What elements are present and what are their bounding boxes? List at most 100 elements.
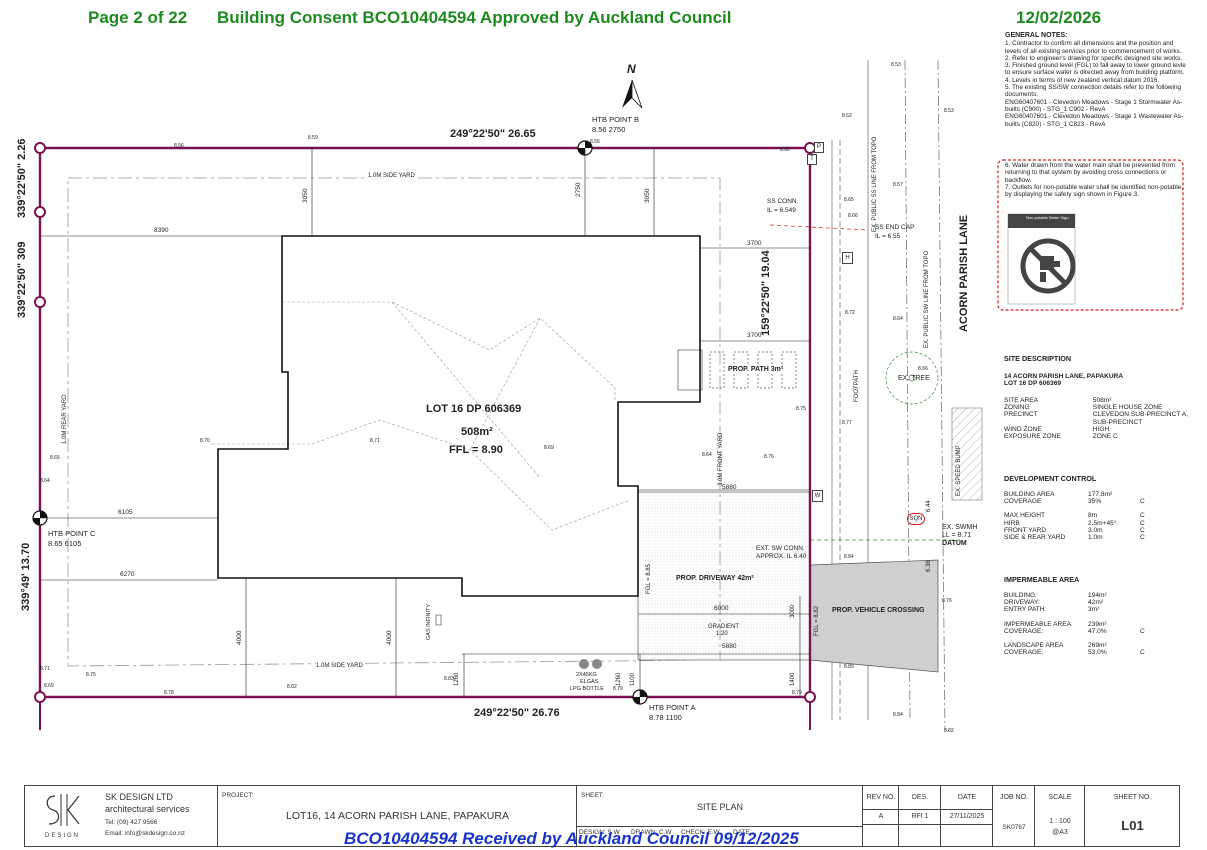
drawn-by: DRAWN: C.W (631, 829, 672, 836)
no-drinking-icon (1020, 238, 1076, 294)
dim-1100: 1100 (630, 673, 636, 686)
spot-level: 8.82 (287, 684, 297, 690)
datum-label: DATUM (942, 540, 967, 547)
sheet-no-label: SHEET NO. (1113, 794, 1152, 801)
tree-canopy (885, 351, 939, 405)
tag-h: H (842, 252, 853, 264)
spot-level: 8.56 (174, 143, 184, 149)
sqn-marker: SQN (907, 513, 925, 525)
bearing-bottom: 249°22'50" 26.76 (474, 707, 560, 719)
spot-level: 8.82 (944, 728, 954, 734)
dim-4000-a: 4000 (236, 630, 243, 645)
site-plan (32, 59, 983, 731)
backflow-notes: 6. Water drawn from the water main shall… (1005, 162, 1183, 198)
lpg-label-1: 2X45KG (576, 672, 597, 678)
note-5: 5. The existing SS/SW connection details… (1005, 84, 1182, 99)
site-description: SITE DESCRIPTION 14 ACORN PARISH LANE, P… (1004, 354, 1197, 440)
note-2: 2. Refer to engineer's drawing for speci… (1005, 54, 1183, 62)
spot-level: 8.77 (842, 420, 852, 426)
spot-level: 8.83 (444, 676, 454, 682)
htb-a-values: 8.78 1100 (649, 713, 682, 722)
spot-level: 8.79 (613, 686, 623, 692)
dim-1400: 1400 (790, 672, 796, 686)
fgl-right: FGL = 8.82 (814, 606, 820, 636)
sheet-label: SHEET: (581, 792, 604, 799)
development-control-title: DEVELOPMENT CONTROL (1004, 474, 1097, 483)
spot-level: 8.75 (86, 672, 96, 678)
ex-tree-label: EX. TREE (898, 375, 930, 382)
ss-line-label: EX. PUBLIC SS LINE FROM TOPO (872, 136, 878, 232)
road-lines (769, 59, 960, 731)
spot-level: 8.72 (845, 310, 855, 316)
scale-cell: SCALE 1 : 100 @A3 (1034, 786, 1084, 846)
spot-level: 8.65 (844, 197, 854, 203)
spot-level: 8.76 (764, 454, 774, 460)
boundary-pegs (34, 142, 816, 703)
header-date: 12/02/2026 (1016, 8, 1102, 27)
rev-no: A (878, 813, 884, 820)
speed-bump-label: EX. SPEED BUMP (956, 445, 962, 496)
swmh: EX. SWMH (942, 524, 978, 531)
spot-level: 8.53 (944, 108, 954, 114)
spot-level: 8.76 (942, 598, 952, 604)
gas-infinity: GAS INFINITY (426, 603, 432, 640)
des-cell: DES. RFI 1 (898, 786, 941, 846)
dim-1260-a: 1260 (454, 672, 460, 686)
paper-size: @A3 (1052, 829, 1068, 836)
swmh-ll: LL = 8.71 (942, 532, 972, 539)
bearing-right: 159°22'50" 19.04 (760, 250, 772, 336)
sign-caption: Non-potable Water Sign (1026, 215, 1069, 220)
north-label: N (627, 62, 636, 76)
dim-3700-b: 3700 (747, 332, 762, 339)
htb-b-values: 8.56 2750 (592, 125, 626, 134)
company-name: SK DESIGN LTD (105, 792, 173, 802)
site-description-title: SITE DESCRIPTION (1004, 354, 1072, 363)
dim-6270: 6270 (120, 571, 135, 578)
logo-text: DESIGN (45, 833, 81, 839)
scale-value: 1 : 100 (1049, 818, 1071, 825)
scale-label: SCALE (1048, 794, 1072, 801)
gradient-value: 1:20 (716, 631, 728, 637)
spot-level: 8.62 (842, 113, 852, 119)
sk-logo (39, 792, 83, 828)
front-yard: 3.0M FRONT YARD (718, 432, 724, 486)
project-cell: PROJECT: LOT16, 14 ACORN PARISH LANE, PA… (217, 786, 576, 846)
spot-level: 8.84 (893, 712, 903, 718)
bearing-left-mid: 339°22'50" 309 (16, 241, 28, 318)
note-5b: ENG60407601 - Clevedon Meadows - Stage 1… (1005, 113, 1184, 128)
rev-date-label: DATE (957, 794, 977, 801)
ffl-label: FFL = 8.90 (449, 444, 503, 456)
dim-3000: 3000 (790, 604, 796, 618)
sw-conn: EXT. SW CONN. (756, 545, 805, 552)
spot-level: 8.60 (780, 147, 790, 153)
tag-w: W (812, 490, 823, 502)
spot-level: 8.59 (308, 135, 318, 141)
spot-level: 8.79 (792, 690, 802, 696)
project-name: LOT16, 14 ACORN PARISH LANE, PAPAKURA (286, 810, 509, 822)
dim-5880-a: 5880 (722, 484, 737, 491)
spot-level: 8.53 (891, 62, 901, 68)
prop-path: PROP. PATH 3m² (728, 366, 784, 373)
bearing-top: 249°22'50" 26.65 (450, 128, 536, 140)
rev-date-cell: DATE 27/11/2025 (940, 786, 993, 846)
roof-lines (212, 301, 631, 531)
impermeable-area: IMPERMEABLE AREA BUILDING:194m² DRIVEWAY… (1004, 575, 1149, 656)
spot-level: 8.65 (50, 455, 60, 461)
dim-6-36: 6.36 (926, 560, 932, 572)
company-services: architectural services (105, 804, 190, 814)
consent-title: Building Consent BCO10404594 Approved by… (217, 8, 732, 27)
des-label: DES. (911, 794, 929, 801)
sheet-cell: SHEET: SITE PLAN DESIGN: S.W DRAWN: C.W … (576, 786, 863, 846)
fgl-left: FGL = 8.85 (646, 564, 652, 594)
impermeable-area-table: BUILDING:194m² DRIVEWAY:42m² ENTRY PATH:… (1004, 592, 1145, 657)
sheet-title: SITE PLAN (696, 802, 743, 812)
north-arrow (622, 79, 643, 109)
building-footprint (217, 235, 701, 597)
sheet-no-cell: SHEET NO. L01 (1084, 786, 1179, 846)
ss-endcap-il: IL = 6.55 (875, 233, 901, 240)
spot-level: 8.66 (848, 213, 858, 219)
vehicle-crossing-area (809, 559, 939, 673)
